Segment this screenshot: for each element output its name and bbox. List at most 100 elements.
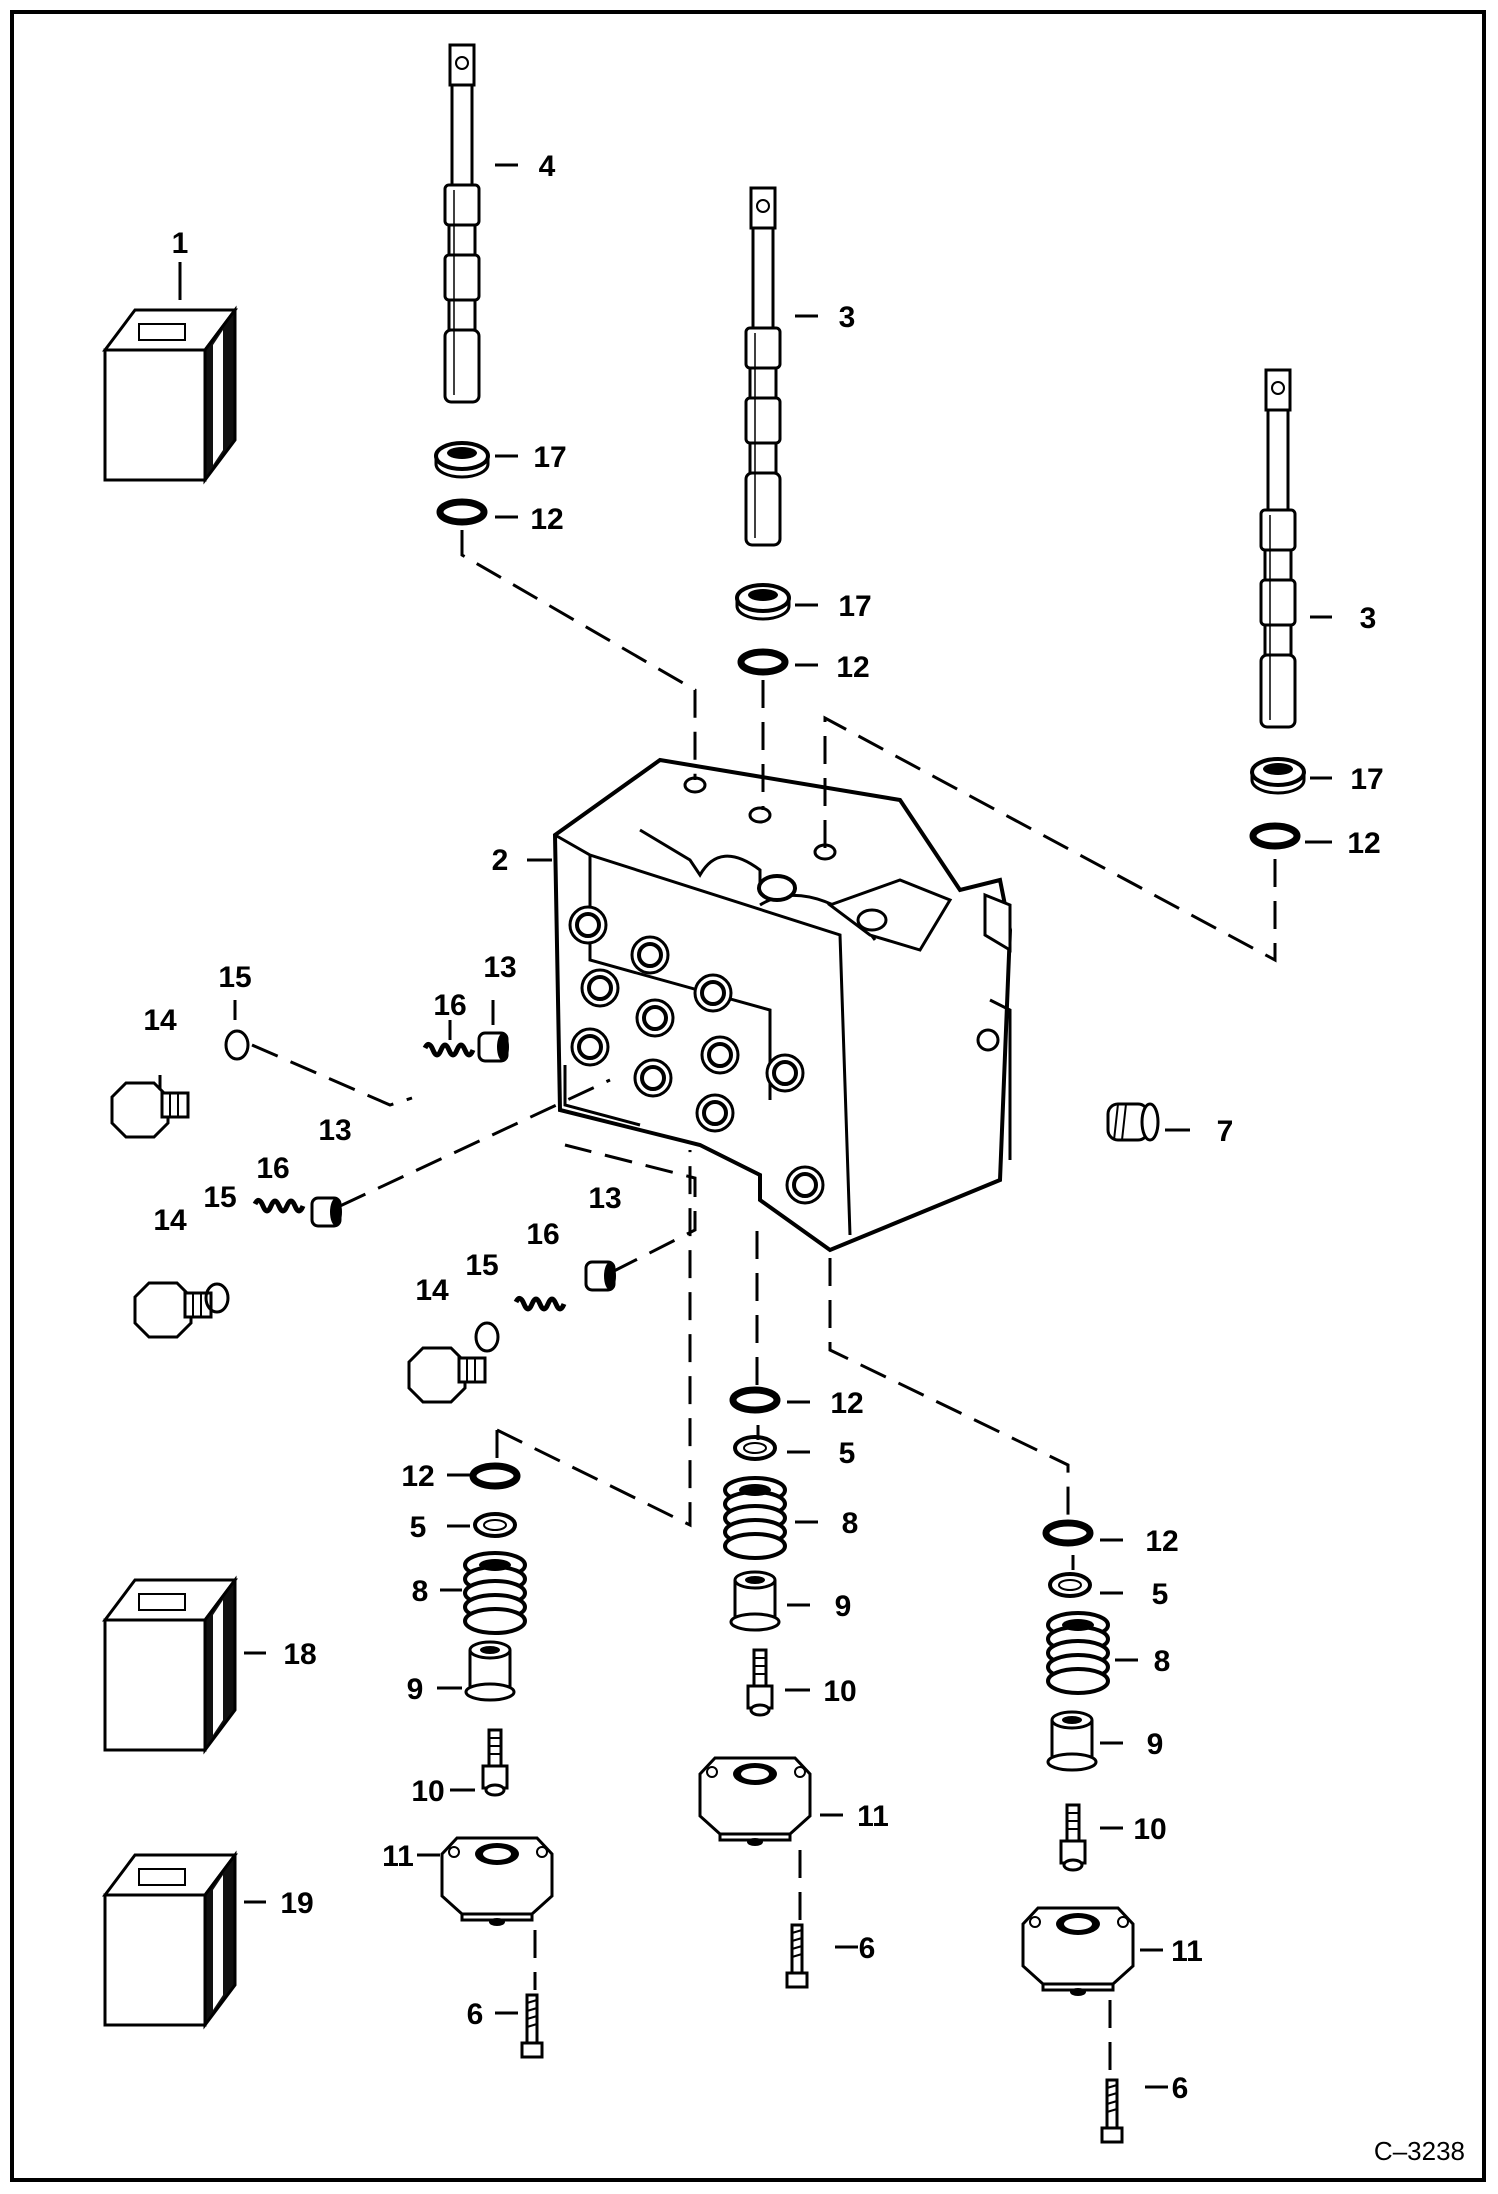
cap-11-right [1021,1906,1135,1998]
sleeve-13-middle [310,1196,344,1228]
sleeve-13-bottom [584,1260,618,1292]
seat-9-right [1046,1710,1098,1772]
callout-13-bottom: 13 [588,1182,621,1215]
spring-16-middle [255,1200,303,1211]
poppet-10-right [1059,1803,1087,1872]
callout-3-right: 3 [1360,602,1377,635]
callout-12-left-bottom: 12 [401,1460,434,1493]
callout-13-top: 13 [483,951,516,984]
callout-12-center-top: 12 [836,651,869,684]
bolt-6-center [785,1923,809,1989]
seat-9-left [464,1640,516,1702]
callout-8-right: 8 [1154,1645,1171,1678]
oring-12-center-bottom [733,1390,777,1410]
washer-15-middle [204,1282,230,1314]
callout-6-center: 6 [859,1932,876,1965]
washer-5-center [733,1435,777,1461]
callout-15-bottom: 15 [465,1249,498,1282]
kit-1 [103,308,237,482]
callout-9-left: 9 [407,1673,424,1706]
callout-9-right: 9 [1147,1728,1164,1761]
oring-12-left-bottom [473,1466,517,1486]
callout-12-center-bottom: 12 [830,1387,863,1420]
oring-12-center-top [741,652,785,672]
callout-9-center: 9 [835,1590,852,1623]
callout-5-right: 5 [1152,1578,1169,1611]
spring-8-right [1046,1611,1110,1695]
cap-11-left [440,1836,554,1928]
callout-17-right: 17 [1350,763,1383,796]
spool-3-right [1259,368,1297,729]
callout-10-left: 10 [411,1775,444,1808]
callout-13-middle: 13 [318,1114,351,1147]
callout-11-right: 11 [1171,1935,1203,1968]
sleeve-13-top [477,1031,511,1063]
spring-8-center [723,1476,787,1560]
callout-3-center: 3 [839,301,856,334]
callout-16-top: 16 [433,989,466,1022]
washer-15-top [224,1029,250,1061]
cap-11-center [698,1756,812,1848]
spool-4 [443,43,481,404]
seat-9-center [729,1570,781,1632]
callout-5-left: 5 [410,1511,427,1544]
callout-8-center: 8 [842,1507,859,1540]
drawing-code: C–3238 [1374,2136,1465,2166]
bolt-6-left [520,1993,544,2059]
callout-6-right: 6 [1172,2072,1189,2105]
callout-4: 4 [539,150,556,183]
oring-12-right-top [1253,826,1297,846]
spring-16-bottom [516,1298,564,1309]
callout-19: 19 [280,1887,313,1920]
leader-lines [158,163,1332,2089]
spool-3-center [744,186,782,547]
plug-14-bottom [407,1346,487,1404]
kit-19 [103,1853,237,2027]
seal-17-left [434,441,490,479]
callout-17-left: 17 [533,441,566,474]
callout-14-bottom: 14 [415,1274,449,1307]
callout-8-left: 8 [412,1575,429,1608]
spring-8-left [463,1551,527,1635]
callout-12-right-top: 12 [1347,827,1380,860]
valve-body-2 [552,757,1013,1253]
callout-15-top: 15 [218,961,251,994]
callout-17-center: 17 [838,590,871,623]
seal-17-right [1250,757,1306,795]
kit-18 [103,1578,237,1752]
callout-18: 18 [283,1638,316,1671]
plug-7 [1106,1102,1160,1142]
plug-14-middle [133,1281,213,1339]
callouts: 1 2 3 3 4 5 5 5 6 6 6 7 8 8 8 9 9 9 10 1… [143,150,1383,2105]
callout-14-top: 14 [143,1004,177,1037]
seal-17-center [735,583,791,621]
callout-6-left: 6 [467,1998,484,2031]
callout-11-left: 11 [382,1840,414,1873]
callout-11-center: 11 [857,1800,889,1833]
callout-12-right-bottom: 12 [1145,1525,1178,1558]
callout-5-center: 5 [839,1437,856,1470]
callout-10-right: 10 [1133,1813,1166,1846]
callout-10-center: 10 [823,1675,856,1708]
callout-1: 1 [172,227,189,260]
callout-16-middle: 16 [256,1152,289,1185]
washer-5-left [473,1512,517,1538]
washer-5-right [1048,1572,1092,1598]
plug-14-top [110,1081,190,1139]
callout-7: 7 [1217,1115,1234,1148]
spring-16-top [425,1044,473,1055]
oring-12-left-top [440,502,484,522]
poppet-10-center [746,1648,774,1717]
washer-15-bottom [474,1321,500,1353]
poppet-10-left [481,1728,509,1797]
bolt-6-right [1100,2078,1124,2144]
callout-2: 2 [492,844,509,877]
drawing-border [10,10,1486,2182]
callout-12-left-top: 12 [530,503,563,536]
oring-12-right-bottom [1046,1523,1090,1543]
callout-16-bottom: 16 [526,1218,559,1251]
callout-14-middle: 14 [153,1204,187,1237]
assembly-lines [251,530,1277,2075]
callout-15-middle: 15 [203,1181,236,1214]
